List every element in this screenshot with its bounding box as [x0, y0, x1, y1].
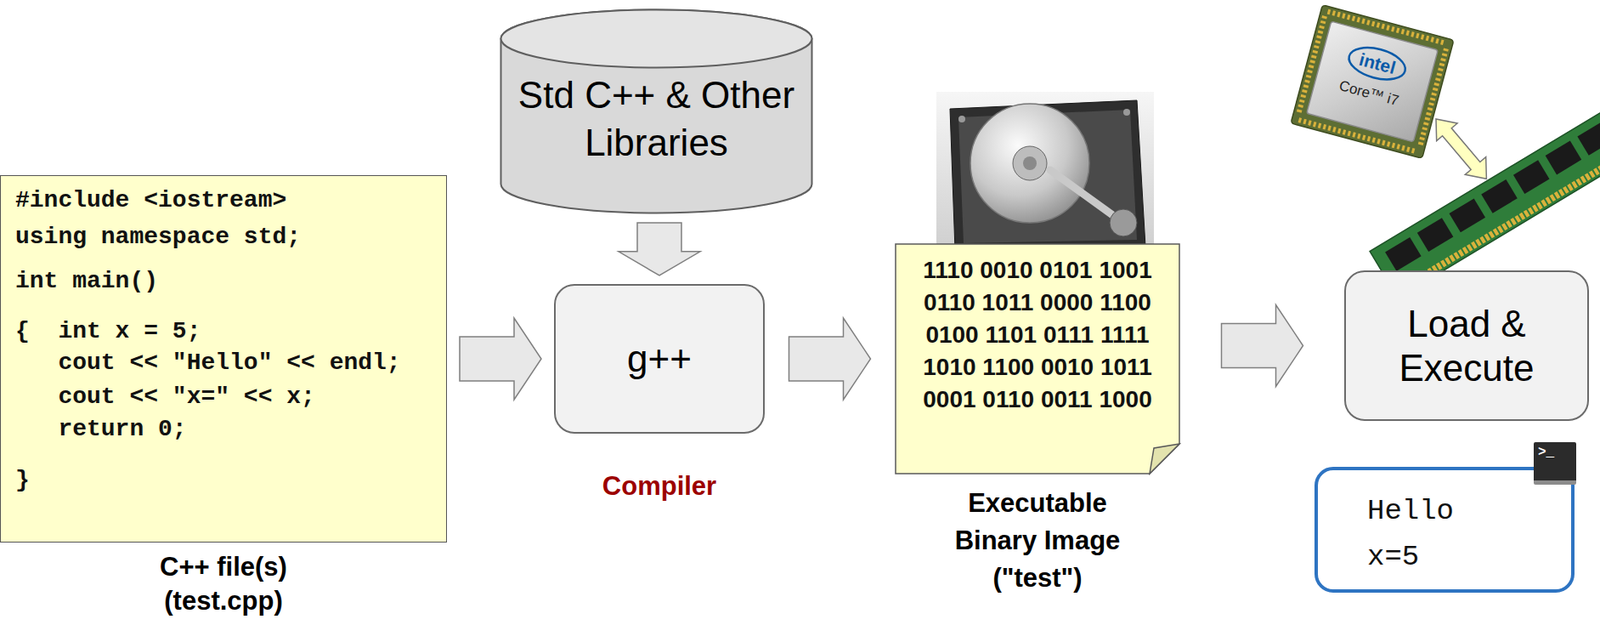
output-line: x=5 [1367, 534, 1420, 579]
binary-note: 1110 0010 0101 10010110 1011 0000 110001… [894, 243, 1181, 475]
library-cylinder: Std C++ & Other Libraries [499, 8, 814, 215]
hard-disk-photo [936, 91, 1154, 250]
cylinder-top [501, 10, 813, 68]
code-line: return 0; [57, 412, 187, 447]
file-caption: C++ file(s) (test.cpp) [121, 549, 326, 618]
load-execute-box: Load & Execute [1344, 270, 1589, 421]
code-line: int main() [15, 264, 159, 299]
block-arrow [459, 317, 542, 400]
binary-row: 1110 0010 0101 1001 [901, 254, 1174, 287]
code-line: using namespace std; [15, 220, 301, 255]
binary-row: 1010 1100 0010 1011 [901, 350, 1174, 384]
code-line: cout << "x=" << x; [57, 379, 315, 414]
cpu-chip [1290, 5, 1454, 159]
code-line: } [15, 463, 30, 498]
code-line: { int x = 5; [15, 314, 201, 349]
compiler-caption: Compiler [557, 469, 762, 504]
bus-double-arrow [1425, 110, 1498, 188]
binary-row: 0100 1101 0111 1111 [901, 318, 1174, 351]
binary-row: 0110 1011 0000 1100 [901, 286, 1174, 319]
code-line: cout << "Hello" << endl; [57, 345, 401, 380]
note-body [895, 243, 1180, 474]
binary-row: 0001 0110 0011 1000 [901, 383, 1174, 416]
note-fold [1149, 443, 1180, 474]
output-line: Hello [1367, 488, 1454, 533]
source-file-box: #include <iostream>using namespace std; i… [0, 175, 447, 543]
load-execute-label: Load & Execute [1354, 301, 1579, 391]
compiler-name: g++ [564, 334, 755, 383]
code-line: #include <iostream> [15, 183, 287, 218]
block-arrow [618, 222, 701, 276]
cylinder-body [501, 10, 813, 214]
block-arrow [1221, 305, 1304, 387]
compiler-box: g++Compiler [554, 283, 765, 434]
terminal-output: Hellox=5 [1314, 466, 1575, 593]
binary-caption: Executable Binary Image ("test") [945, 484, 1130, 597]
terminal-icon: >_ [1533, 441, 1577, 485]
library-label: Std C++ & Other Libraries [506, 71, 807, 167]
block-arrow [789, 317, 871, 400]
